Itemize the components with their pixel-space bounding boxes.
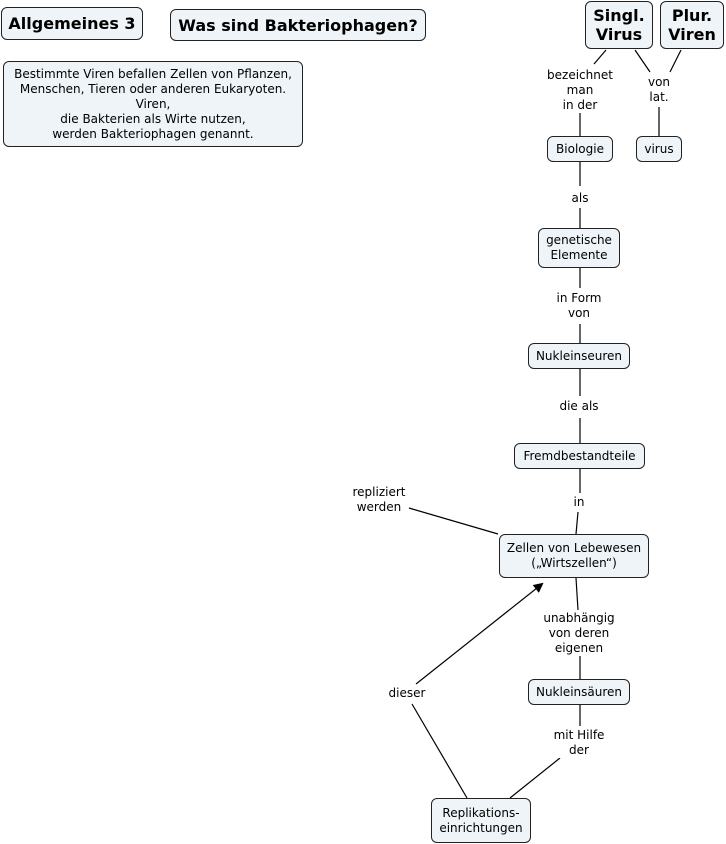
label-die-als: die als (559, 399, 599, 414)
label-mit-hilfe-der: mit Hilfe der (553, 728, 605, 758)
virus-node[interactable]: virus (636, 136, 682, 162)
label-unabhaengig: unabhängig von deren eigenen (543, 611, 615, 656)
line-plur-vonlat (669, 49, 682, 73)
plur-viren-node[interactable]: Plur. Viren (660, 1, 724, 49)
nukleinseuren-node[interactable]: Nukleinseuren (528, 343, 630, 369)
intro-node[interactable]: Bestimmte Viren befallen Zellen von Pfla… (3, 61, 303, 147)
label-bezeichnet: bezeichnet man in der (547, 68, 613, 113)
line-mithilfe-replikation (509, 757, 561, 799)
line-zellen-unabhaengig (575, 577, 579, 611)
label-als: als (571, 191, 589, 206)
allgemeines-node[interactable]: Allgemeines 3 (1, 7, 143, 40)
replikation-node[interactable]: Replikations- einrichtungen (431, 798, 531, 843)
label-repliziert-werden: repliziert werden (352, 485, 406, 515)
label-in: in (573, 495, 585, 510)
title-node[interactable]: Was sind Bakteriophagen? (170, 9, 426, 41)
label-in-form-von: in Form von (556, 291, 602, 321)
arrow-dieser-zellen (415, 582, 544, 685)
zellen-node[interactable]: Zellen von Lebewesen („Wirtszellen“) (499, 534, 649, 578)
line-in-zellen (575, 511, 579, 535)
fremdbestandteile-node[interactable]: Fremdbestandteile (514, 443, 645, 469)
label-von-lat: von lat. (647, 75, 671, 105)
nukleinsaeuren-node[interactable]: Nukleinsäuren (528, 679, 630, 705)
line-replikation-dieser (411, 703, 468, 799)
singl-virus-node[interactable]: Singl. Virus (585, 1, 653, 49)
line-singl-vonlat (634, 49, 651, 73)
label-dieser: dieser (388, 686, 426, 701)
line-repliziert-zellen (408, 507, 499, 535)
genetische-elemente-node[interactable]: genetische Elemente (538, 228, 620, 268)
biologie-node[interactable]: Biologie (547, 136, 613, 162)
line-singl-bezeichnet (593, 49, 607, 65)
